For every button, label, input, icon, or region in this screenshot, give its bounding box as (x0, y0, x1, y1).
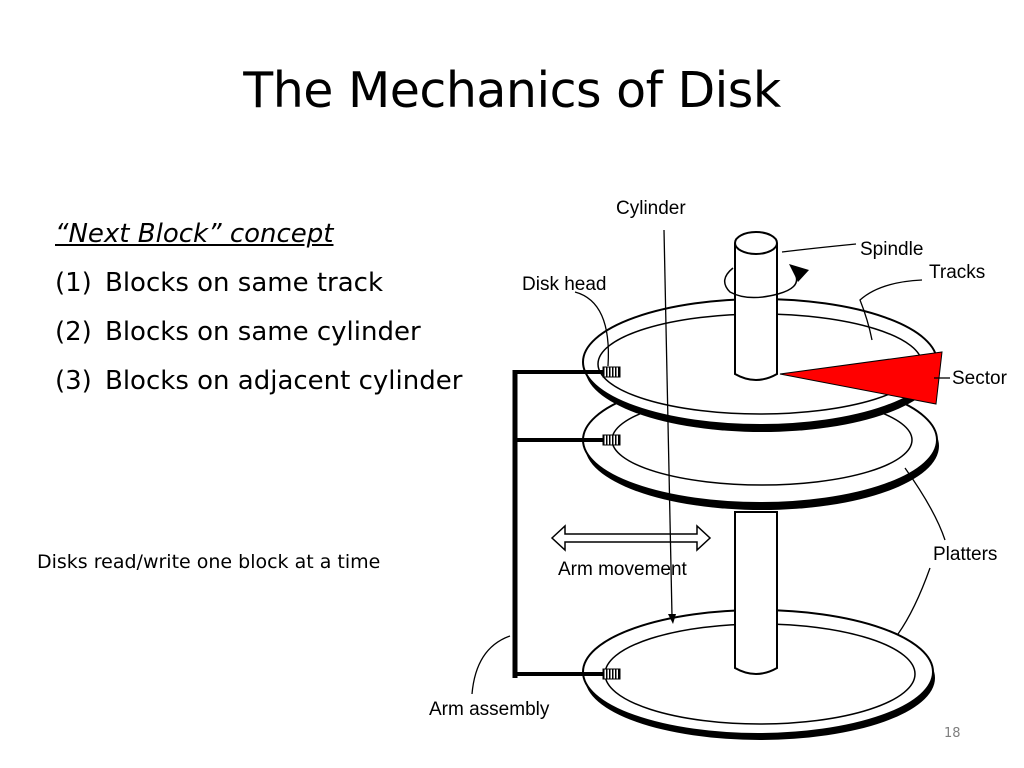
spindle-lower (734, 511, 778, 675)
label-platters: Platters (933, 544, 997, 565)
label-tracks: Tracks (929, 262, 985, 283)
label-arm-assembly: Arm assembly (429, 699, 550, 720)
page-number: 18 (944, 726, 961, 741)
concept-heading: “Next Block” concept (55, 219, 334, 249)
label-arm-movement: Arm movement (558, 559, 688, 580)
label-spindle: Spindle (860, 239, 923, 260)
slide-title: The Mechanics of Disk (243, 62, 781, 119)
arm-assembly (512, 370, 604, 678)
bullet-item: (3) Blocks on adjacent cylinder (55, 357, 495, 406)
next-block-concept-list: “Next Block” concept (1) Blocks on same t… (55, 210, 495, 406)
spindle-upper (734, 231, 778, 381)
bullet-text: Blocks on adjacent cylinder (105, 366, 463, 396)
bullet-number: (1) (55, 268, 92, 298)
disk-head-icon (602, 366, 621, 680)
bullet-item: (1) Blocks on same track (55, 259, 495, 308)
label-disk-head: Disk head (522, 274, 607, 295)
caption: Disks read/write one block at a time (37, 551, 381, 573)
label-sector: Sector (952, 368, 1008, 389)
bullet-number: (2) (55, 317, 92, 347)
bullet-text: Blocks on same track (105, 268, 384, 298)
bullet-text: Blocks on same cylinder (105, 317, 421, 347)
bullet-number: (3) (55, 366, 92, 396)
bullet-item: (2) Blocks on same cylinder (55, 308, 495, 357)
arm-movement-arrow-icon (550, 524, 712, 552)
rotation-arrow-icon (724, 264, 809, 299)
label-cylinder: Cylinder (616, 198, 686, 219)
leader-lines (471, 229, 950, 695)
